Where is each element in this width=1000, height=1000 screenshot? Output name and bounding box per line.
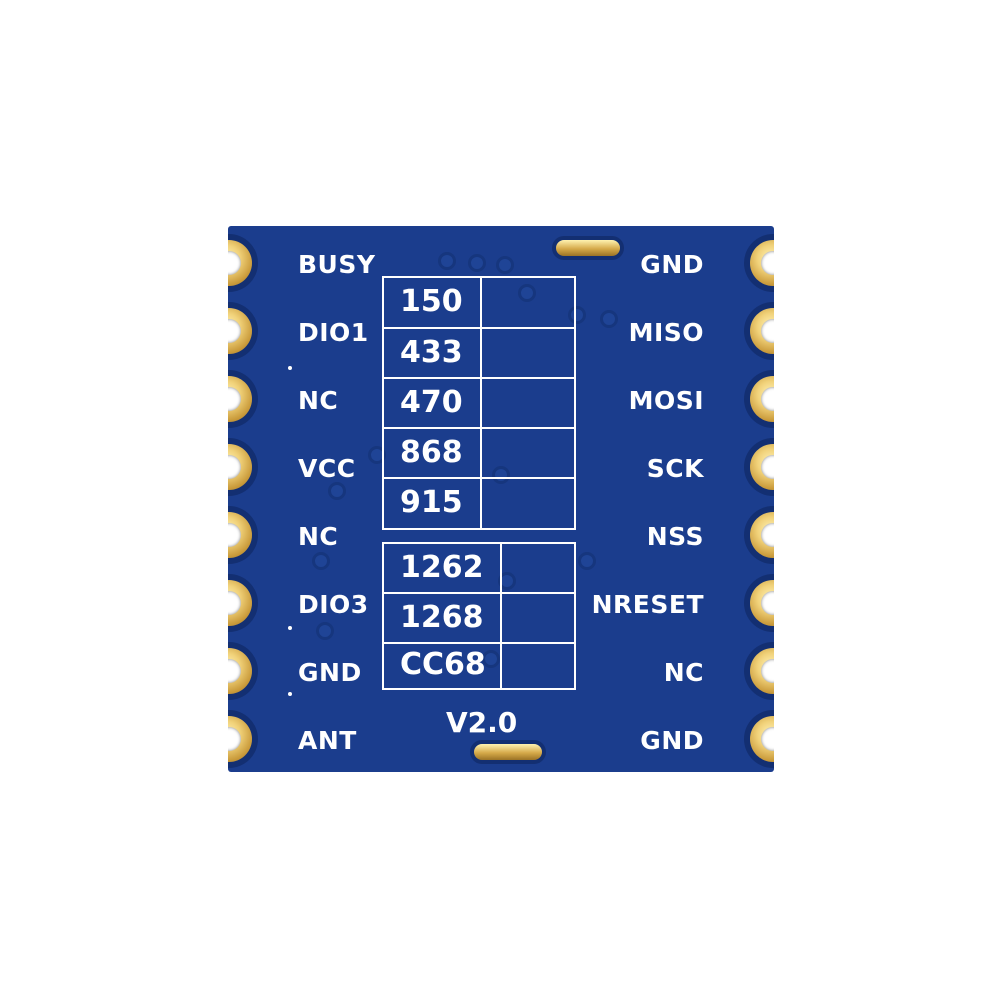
model-table: 1262 1268 CC68 [382, 542, 576, 690]
pin-pad-right [736, 308, 774, 354]
pin-label-nc: NC [663, 658, 704, 687]
model-1268: 1268 [400, 600, 484, 635]
pin-label-nreset: NRESET [591, 590, 704, 619]
via-dot [600, 310, 618, 328]
table-divider [480, 278, 482, 528]
gold-slot-top [556, 240, 620, 256]
pin-pad-left [228, 444, 266, 490]
silkscreen-dot [288, 626, 292, 630]
via-dot [368, 446, 386, 464]
version-label: V2.0 [446, 706, 518, 739]
pin-pad-right [736, 648, 774, 694]
pin-label-nc: NC [298, 386, 339, 415]
via-dot [578, 552, 596, 570]
via-dot [468, 254, 486, 272]
pin-label-ant: ANT [298, 726, 357, 755]
pin-pad-left [228, 376, 266, 422]
pin-pad-left [228, 308, 266, 354]
pin-label-nss: NSS [646, 522, 704, 551]
frequency-table: 150 433 470 868 915 [382, 276, 576, 530]
via-dot [316, 622, 334, 640]
pin-label-nc: NC [298, 522, 339, 551]
pin-pad-left [228, 240, 266, 286]
pin-pad-right [736, 716, 774, 762]
via-dot [496, 256, 514, 274]
model-cc68: CC68 [400, 647, 486, 682]
pin-label-mosi: MOSI [628, 386, 704, 415]
pin-label-dio1: DIO1 [298, 318, 369, 347]
pin-label-busy: BUSY [298, 250, 376, 279]
via-dot [492, 466, 510, 484]
table-row: 1268 [384, 594, 574, 644]
pin-label-vcc: VCC [298, 454, 356, 483]
via-dot [438, 252, 456, 270]
pcb-module-board: BUSY DIO1 NC VCC NC DIO3 GND ANT GND MIS… [228, 226, 774, 772]
via-dot [518, 284, 536, 302]
via-dot [498, 572, 516, 590]
pin-pad-right [736, 444, 774, 490]
pin-pad-left [228, 716, 266, 762]
pin-label-miso: MISO [628, 318, 704, 347]
model-1262: 1262 [400, 550, 484, 585]
frequency-433: 433 [400, 335, 463, 370]
table-row: 150 [384, 278, 574, 329]
frequency-868: 868 [400, 435, 463, 470]
silkscreen-dot [288, 366, 292, 370]
table-row: 433 [384, 329, 574, 379]
frequency-470: 470 [400, 385, 463, 420]
via-dot [568, 306, 586, 324]
pin-pad-left [228, 512, 266, 558]
pin-label-gnd: GND [640, 726, 704, 755]
pin-label-gnd: GND [640, 250, 704, 279]
table-divider [500, 544, 502, 688]
via-dot [482, 650, 500, 668]
gold-slot-bottom [474, 744, 542, 760]
table-row: CC68 [384, 644, 574, 688]
pin-pad-right [736, 240, 774, 286]
pin-pad-right [736, 376, 774, 422]
pin-pad-left [228, 648, 266, 694]
table-row: 470 [384, 379, 574, 429]
pin-label-sck: SCK [646, 454, 704, 483]
table-row: 868 [384, 429, 574, 479]
pin-pad-left [228, 580, 266, 626]
via-dot [312, 552, 330, 570]
pin-label-gnd: GND [298, 658, 362, 687]
table-row: 1262 [384, 544, 574, 594]
pin-pad-right [736, 580, 774, 626]
silkscreen-dot [288, 692, 292, 696]
pin-pad-right [736, 512, 774, 558]
frequency-150: 150 [400, 284, 463, 319]
via-dot [328, 482, 346, 500]
pin-label-dio3: DIO3 [298, 590, 369, 619]
frequency-915: 915 [400, 485, 463, 520]
table-row: 915 [384, 479, 574, 528]
